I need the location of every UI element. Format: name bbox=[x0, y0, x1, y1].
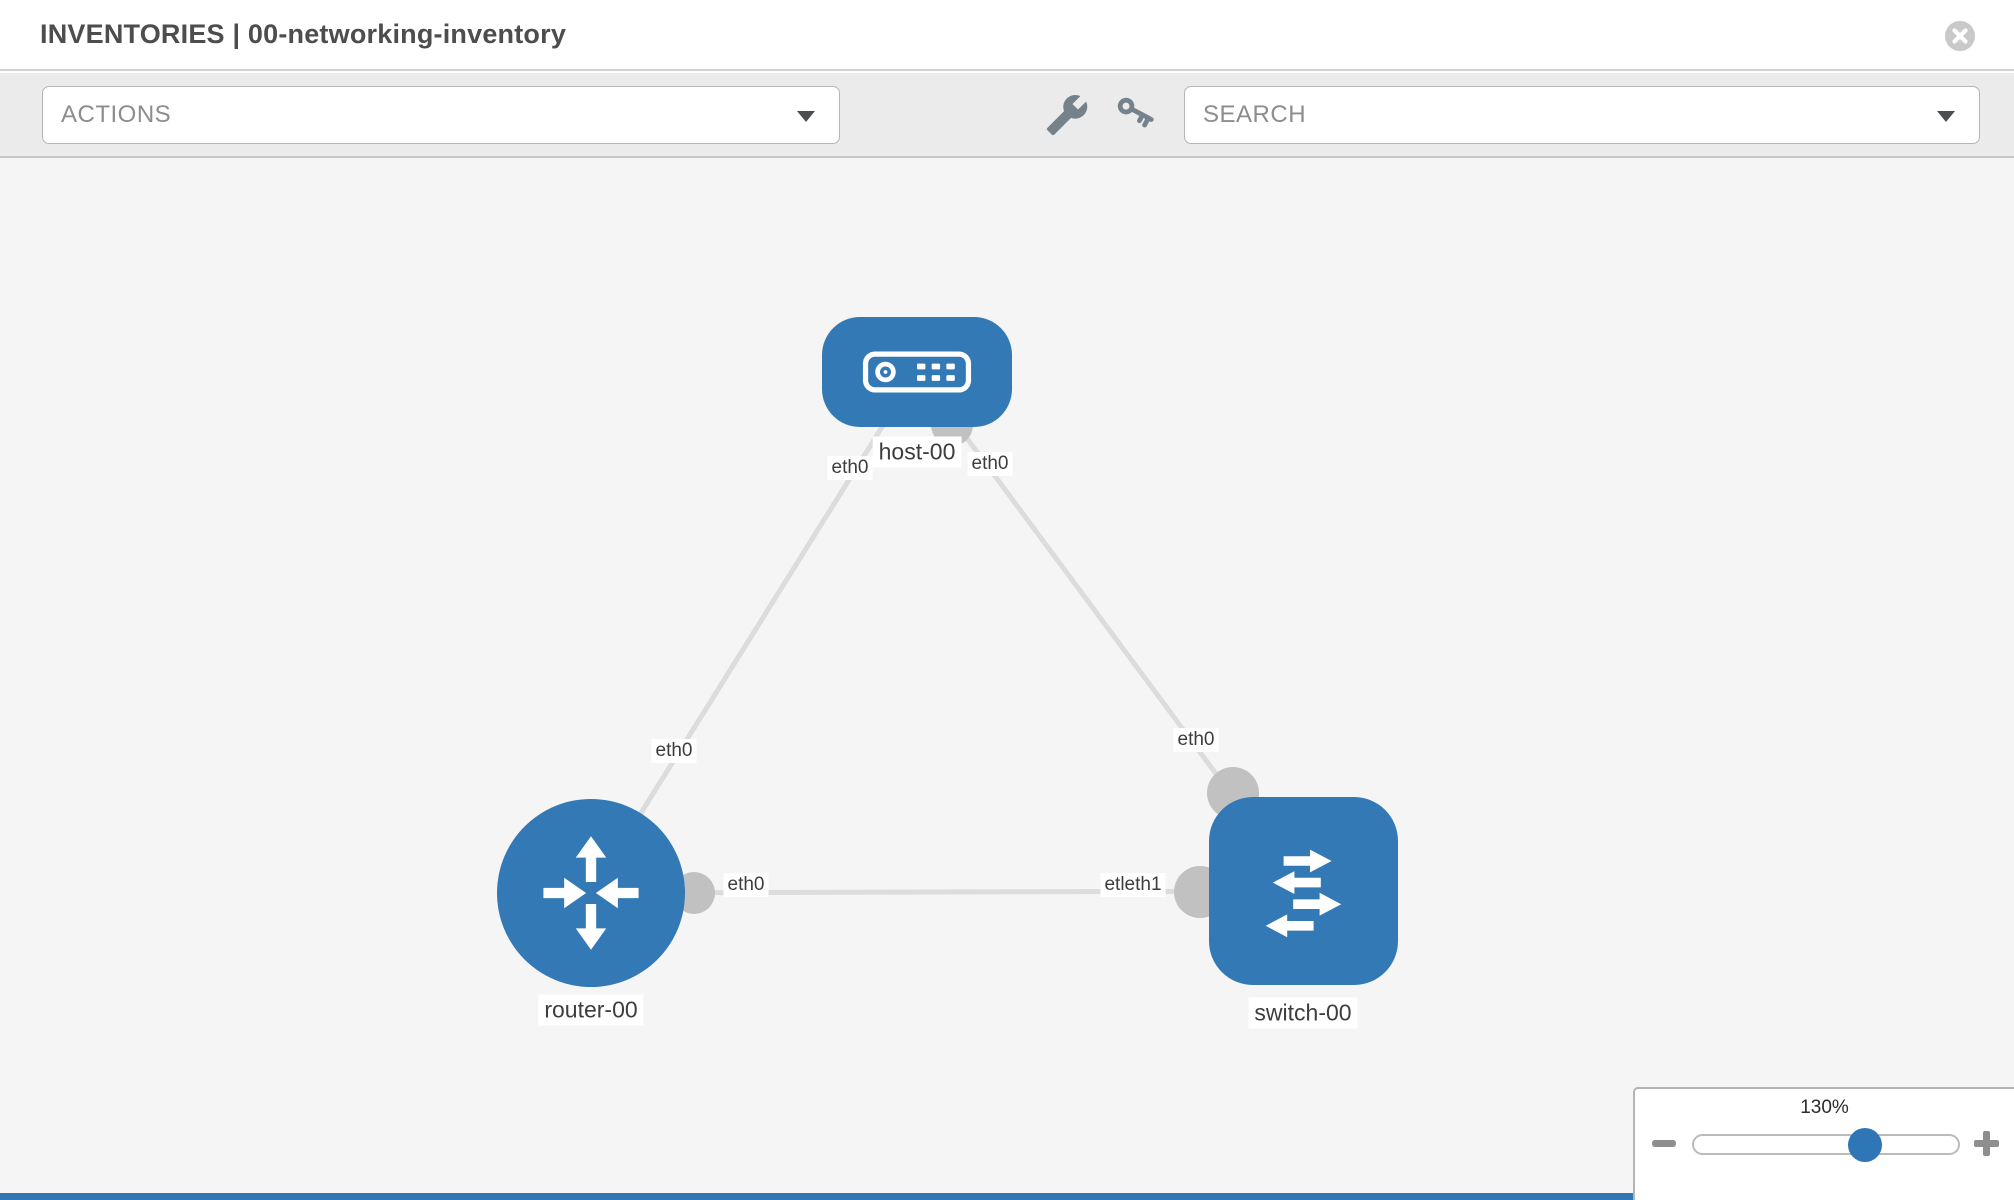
search-input[interactable] bbox=[1185, 87, 1979, 143]
wrench-icon bbox=[1046, 95, 1088, 136]
node-host[interactable] bbox=[822, 317, 1012, 427]
chevron-down-icon bbox=[797, 111, 815, 122]
node-label-switch: switch-00 bbox=[1248, 997, 1358, 1029]
iface-label-router-switch-routerside: eth0 bbox=[723, 873, 769, 897]
key-icon bbox=[1117, 97, 1154, 128]
node-label-router: router-00 bbox=[538, 994, 644, 1026]
close-button[interactable] bbox=[1944, 20, 1976, 52]
router-icon bbox=[543, 836, 639, 950]
node-switch[interactable] bbox=[1209, 797, 1398, 985]
host-icon bbox=[862, 351, 972, 393]
topology-links-layer bbox=[588, 369, 1306, 918]
iface-label-router-switch-switchside: etleth1 bbox=[1100, 873, 1166, 897]
iface-label-host-switch-switchside: eth0 bbox=[1173, 728, 1219, 752]
node-label-host: host-00 bbox=[872, 436, 962, 468]
topology-canvas[interactable]: host-00 router-00 switch-00 eth0 eth0 et… bbox=[0, 158, 2014, 1200]
close-icon bbox=[1945, 21, 1975, 51]
node-router[interactable] bbox=[497, 799, 685, 987]
actions-dropdown-label: ACTIONS bbox=[61, 101, 172, 128]
toolbar: ACTIONS bbox=[0, 73, 2014, 158]
zoom-slider-track[interactable] bbox=[1692, 1134, 1960, 1155]
chevron-down-icon bbox=[1937, 111, 1955, 122]
zoom-in-button[interactable] bbox=[1974, 1131, 1999, 1156]
page-header: INVENTORIES | 00-networking-inventory bbox=[0, 0, 2014, 71]
page-title: INVENTORIES | 00-networking-inventory bbox=[40, 19, 567, 49]
iface-label-host-router-hostside: eth0 bbox=[827, 456, 873, 480]
configure-button[interactable] bbox=[1045, 93, 1089, 137]
search-dropdown[interactable] bbox=[1184, 86, 1980, 144]
zoom-level-value: 130% bbox=[1800, 1097, 1849, 1118]
iface-label-host-router-routerside: eth0 bbox=[651, 739, 697, 763]
actions-dropdown[interactable]: ACTIONS bbox=[42, 86, 840, 144]
switch-icon bbox=[1265, 849, 1341, 938]
zoom-slider-thumb[interactable] bbox=[1848, 1128, 1882, 1162]
credentials-button[interactable] bbox=[1113, 93, 1157, 137]
zoom-out-button[interactable] bbox=[1652, 1140, 1676, 1147]
bottom-accent-strip bbox=[0, 1193, 1633, 1200]
zoom-panel: 130% bbox=[1633, 1087, 2014, 1200]
iface-label-host-switch-hostside: eth0 bbox=[967, 452, 1013, 476]
